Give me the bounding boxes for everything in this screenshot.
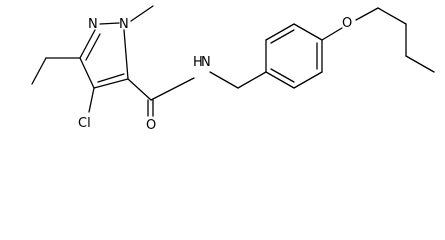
bond-ar-6	[265, 71, 295, 89]
bond-ar-inner-c	[270, 68, 295, 83]
atom-label-n2: N	[119, 17, 129, 32]
bond-n2-methyl	[130, 5, 154, 22]
atom-label-ether-o: O	[342, 16, 352, 31]
bond-carbonyl-n	[150, 77, 195, 101]
atom-label-cl: Cl	[78, 116, 91, 131]
bond-c1-c2	[377, 7, 407, 25]
bond-ar-inner-a	[270, 29, 295, 44]
pyrazole-ring	[79, 22, 129, 89]
atom-label-amide-n: N	[201, 55, 211, 70]
bond-ethyl-ch2-ch3	[31, 57, 47, 85]
atom-label-amide-h: H	[193, 55, 203, 70]
bond-ar-3	[293, 23, 323, 41]
bond-n1-c3	[79, 29, 96, 59]
bond-c4-c5-double	[97, 73, 125, 83]
atom-label-n1: N	[88, 17, 98, 32]
bond-ar-5	[293, 71, 323, 89]
bond-ch2-ring	[237, 71, 267, 89]
benzene-ring	[265, 23, 323, 89]
atom-labels: N N Cl O H N O	[78, 16, 352, 133]
bond-n1-c3-double	[85, 33, 101, 61]
bond-c3-c4	[79, 57, 95, 89]
bond-c5-carbonyl	[127, 78, 152, 101]
bond-c4-c5	[93, 78, 129, 89]
benzyl-linker	[209, 71, 267, 89]
bond-n-ch2	[209, 71, 239, 89]
bond-c3-c4	[405, 55, 435, 73]
amide-group	[127, 77, 195, 117]
butoxy-chain	[321, 7, 435, 73]
bond-ring-o	[321, 27, 343, 41]
pyrazole-substituents	[31, 5, 154, 113]
atom-label-carbonyl-o: O	[146, 118, 156, 133]
bond-c5-n2	[123, 29, 129, 80]
bond-ar-2	[265, 23, 295, 41]
bond-o-c1	[355, 7, 379, 21]
bond-c4-cl	[88, 87, 95, 113]
bond-n1-n2	[99, 22, 120, 25]
chemical-structure-diagram: N N Cl O H N O	[31, 5, 435, 133]
